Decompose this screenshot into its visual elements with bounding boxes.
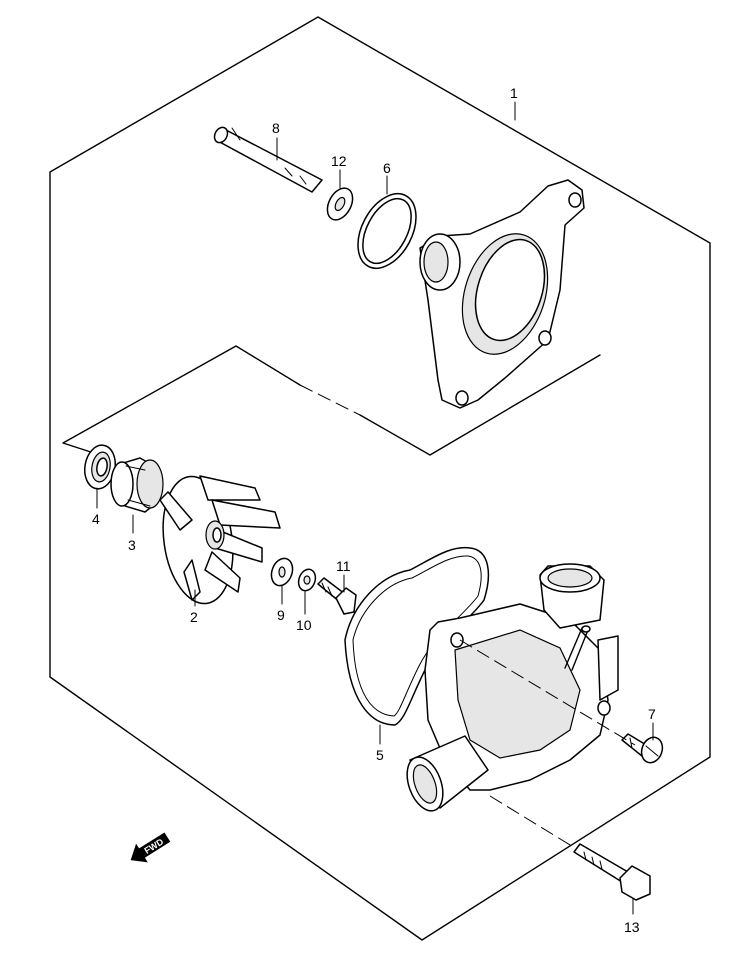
callout-13: 13	[624, 919, 640, 935]
callout-10: 10	[296, 617, 312, 633]
axis-line-lower	[489, 795, 576, 849]
callout-3: 3	[128, 537, 136, 553]
pump-cover-front	[406, 563, 619, 812]
o-ring-6	[357, 193, 417, 269]
callout-12: 12	[331, 153, 347, 169]
callout-11: 11	[336, 558, 351, 574]
callout-6: 6	[383, 160, 391, 176]
washer-9	[270, 557, 294, 587]
subgroup-bracket	[359, 354, 601, 456]
callout-8: 8	[272, 120, 280, 136]
bolt-13	[573, 843, 651, 901]
gasket-5	[344, 546, 490, 726]
callout-2: 2	[190, 609, 198, 625]
screw-7	[621, 733, 664, 764]
pump-case-rear	[419, 179, 585, 409]
callout-4: 4	[92, 511, 100, 527]
leader-lines	[96, 101, 654, 915]
callout-1: 1	[510, 85, 518, 101]
oil-seal-4	[83, 444, 117, 490]
callout-7: 7	[648, 706, 656, 722]
axis-line-center	[299, 384, 361, 416]
washer-12	[326, 187, 354, 221]
subgroup-bracket-left	[62, 345, 301, 456]
callout-9: 9	[277, 607, 285, 623]
pump-shaft	[213, 126, 323, 193]
washer-10	[297, 568, 317, 592]
gasket-5-inner	[352, 555, 482, 717]
axis-line-upper	[459, 639, 636, 746]
mechanical-seal-3	[110, 457, 164, 513]
bolt-11	[317, 577, 357, 615]
assembly-frame	[49, 16, 711, 941]
forward-arrow-icon: FWD	[130, 832, 171, 863]
callout-5: 5	[376, 747, 384, 763]
impeller-2	[159, 475, 281, 605]
